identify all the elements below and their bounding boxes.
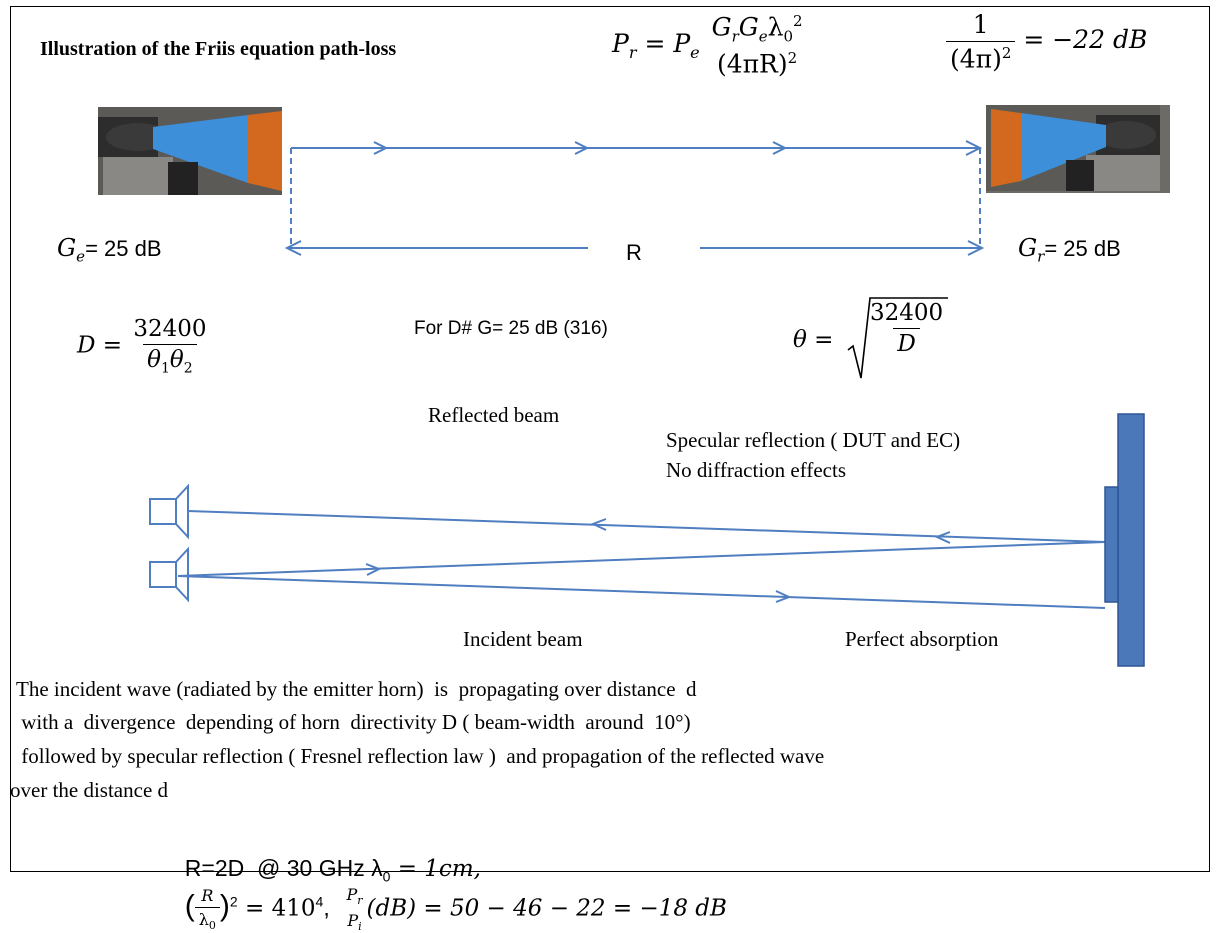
reflected-beam-line [187,510,1106,543]
incident-arrow [365,563,382,576]
specular-reflection-label: Specular reflection ( DUT and EC) [666,428,961,452]
reflected-arrow-2 [934,531,951,544]
receiver-gain: Gr= 25 dB [1018,234,1121,266]
absorber-plate [1117,413,1145,667]
distance-label: R [626,240,642,265]
emitter-gain: Ge= 25 dB [57,234,162,266]
figure-title: Illustration of the Friis equation path-… [40,38,397,60]
incident-beam-upper [177,541,1106,577]
transmitted-arrow [775,590,792,603]
no-diffraction-label: No diffraction effects [666,458,846,482]
description-line-2: with a divergence depending of horn dire… [16,710,691,734]
emitter-horn-icon [149,546,189,603]
receiver-horn-icon [149,483,189,540]
propagation-arrow-2 [574,141,590,155]
description-line-1: The incident wave (radiated by the emitt… [16,677,697,701]
reflected-beam-label: Reflected beam [428,403,560,427]
emitter-horn-photo [98,107,282,195]
distance-arrow-left [284,240,302,256]
distance-arrow-right [967,240,985,256]
description-line-3: followed by specular reflection ( Fresne… [16,744,825,768]
receiver-horn-photo [986,105,1170,193]
figure-frame [10,6,1210,872]
receiver-horn-image [986,105,1160,191]
perfect-absorption-label: Perfect absorption [845,627,999,651]
friis-formula: Pr = Pe GrGeλ02 (4πR)2 [612,12,803,79]
free-space-loss-formula: 1 (4π)2 = −22 dB [946,10,1147,73]
directivity-formula: D = 32400 θ1θ2 [77,316,207,377]
incident-beam-lower [177,575,1106,609]
beam-diagram [149,140,1145,667]
emitter-horn-image [98,107,282,195]
incident-beam-label: Incident beam [463,627,583,651]
sqrt-sign [847,297,948,379]
propagation-arrow-1 [373,141,389,155]
d-gain-note: For D# G= 25 dB (316) [414,318,608,339]
description-line-4: over the distance d [10,778,169,802]
theta-label: θ = [793,327,834,353]
reflected-arrow-1 [590,518,607,531]
propagation-arrow-3 [772,141,788,155]
theta-fraction: 32400 D [870,300,944,357]
dut-sample [1104,486,1119,603]
